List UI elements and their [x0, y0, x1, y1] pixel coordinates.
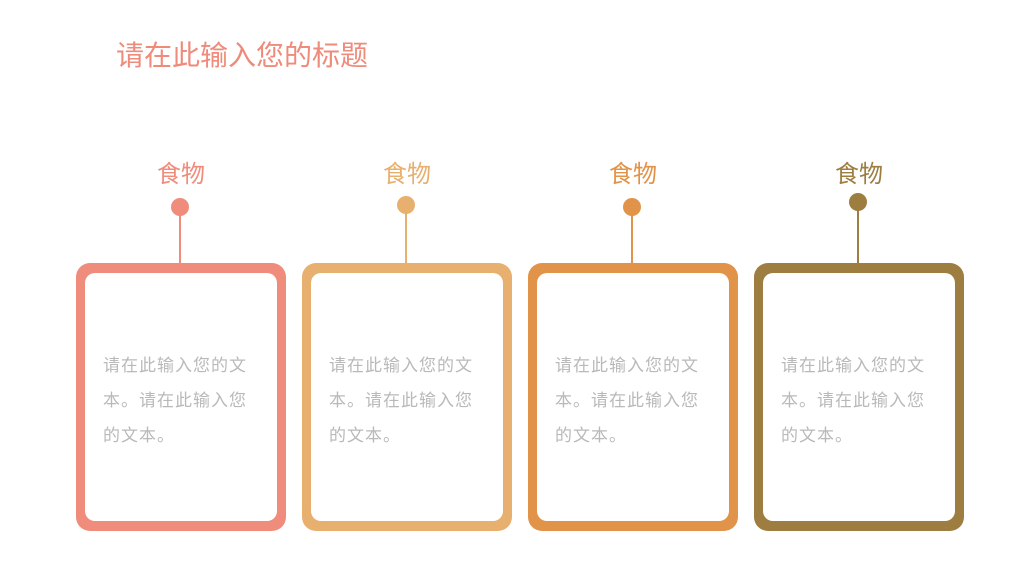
slide-title: 请在此输入您的标题 — [116, 39, 369, 72]
card-text-3: 请在此输入您的文本。请在此输入您的文本。 — [555, 356, 699, 446]
card-frame-4: 请在此输入您的文本。请在此输入您的文本。 — [754, 263, 964, 531]
card-body-3: 请在此输入您的文本。请在此输入您的文本。 — [537, 273, 729, 521]
connector-line-1 — [179, 212, 181, 264]
card-text-4: 请在此输入您的文本。请在此输入您的文本。 — [781, 356, 925, 446]
connector-dot-3 — [623, 198, 641, 216]
card-column-3: 食物 请在此输入您的文本。请在此输入您的文本。 — [528, 150, 738, 532]
card-text-1: 请在此输入您的文本。请在此输入您的文本。 — [103, 356, 247, 446]
connector-line-2 — [405, 210, 407, 264]
card-frame-1: 请在此输入您的文本。请在此输入您的文本。 — [76, 263, 286, 531]
card-body-2: 请在此输入您的文本。请在此输入您的文本。 — [311, 273, 503, 521]
connector-dot-2 — [397, 196, 415, 214]
connector-line-3 — [631, 212, 633, 264]
card-column-2: 食物 请在此输入您的文本。请在此输入您的文本。 — [302, 150, 512, 532]
card-heading-4: 食物 — [835, 160, 883, 188]
card-heading-1: 食物 — [157, 160, 205, 188]
card-frame-3: 请在此输入您的文本。请在此输入您的文本。 — [528, 263, 738, 531]
card-column-4: 食物 请在此输入您的文本。请在此输入您的文本。 — [754, 150, 964, 532]
connector-dot-1 — [171, 198, 189, 216]
card-frame-2: 请在此输入您的文本。请在此输入您的文本。 — [302, 263, 512, 531]
card-column-1: 食物 请在此输入您的文本。请在此输入您的文本。 — [76, 150, 286, 532]
card-heading-3: 食物 — [609, 160, 657, 188]
card-heading-2: 食物 — [383, 160, 431, 188]
connector-dot-4 — [849, 193, 867, 211]
connector-line-4 — [857, 207, 859, 264]
card-body-4: 请在此输入您的文本。请在此输入您的文本。 — [763, 273, 955, 521]
card-text-2: 请在此输入您的文本。请在此输入您的文本。 — [329, 356, 473, 446]
card-body-1: 请在此输入您的文本。请在此输入您的文本。 — [85, 273, 277, 521]
